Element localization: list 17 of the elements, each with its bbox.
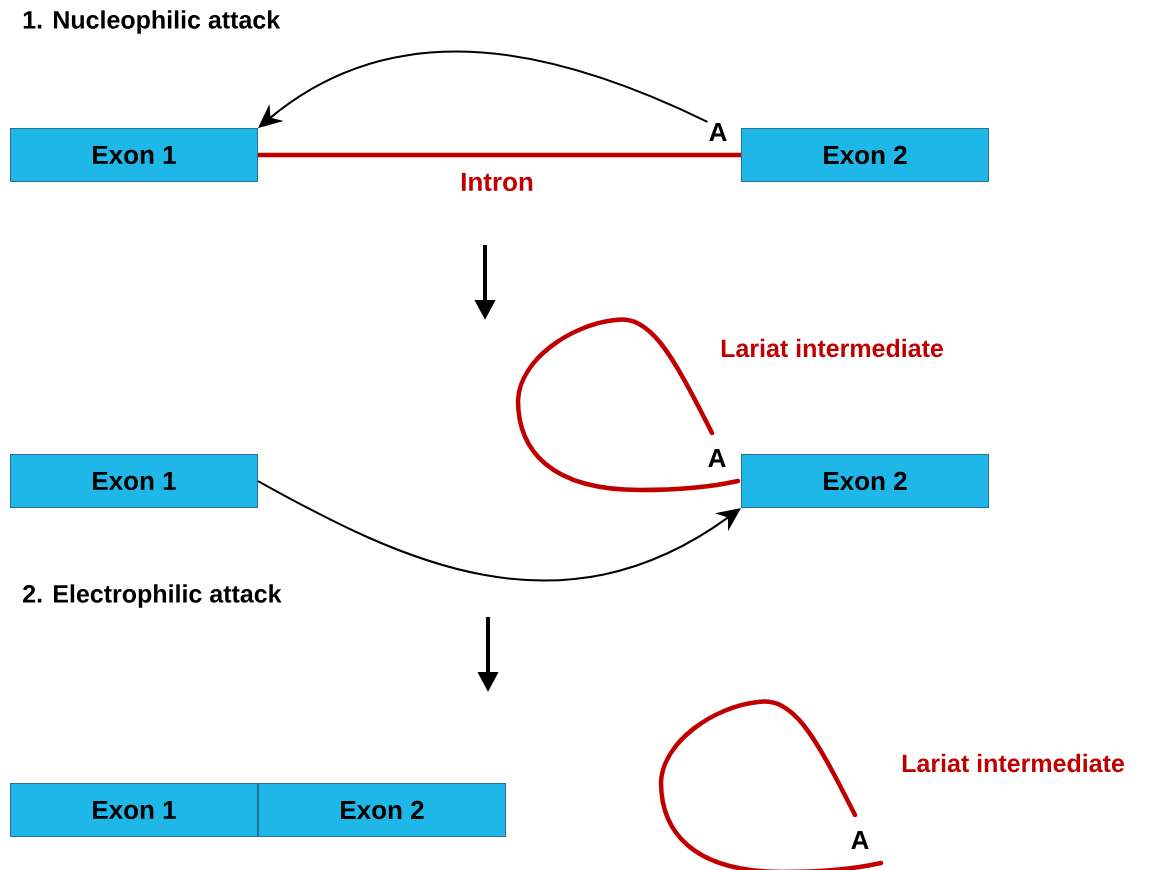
exon-box: Exon 2 <box>258 783 506 837</box>
exon-box: Exon 1 <box>10 128 258 182</box>
intron-line <box>258 152 741 158</box>
adenosine-label: A <box>851 831 869 849</box>
step-title: 2. Electrophilic attack <box>23 584 282 608</box>
exon-box: Exon 1 <box>10 454 258 508</box>
adenosine-label: A <box>708 449 726 467</box>
curved-arrow <box>258 50 709 128</box>
step-title: 1. Nucleophilic attack <box>23 10 281 34</box>
lariat-label: Lariat intermediate <box>721 338 943 358</box>
edge-label: Intron <box>459 171 535 193</box>
exon-box: Exon 2 <box>741 128 989 182</box>
lariat-label: Lariat intermediate <box>902 753 1124 773</box>
curved-arrow <box>257 480 741 581</box>
exon-box: Exon 2 <box>741 454 989 508</box>
exon-box: Exon 1 <box>10 783 258 837</box>
adenosine-label: A <box>709 123 727 141</box>
